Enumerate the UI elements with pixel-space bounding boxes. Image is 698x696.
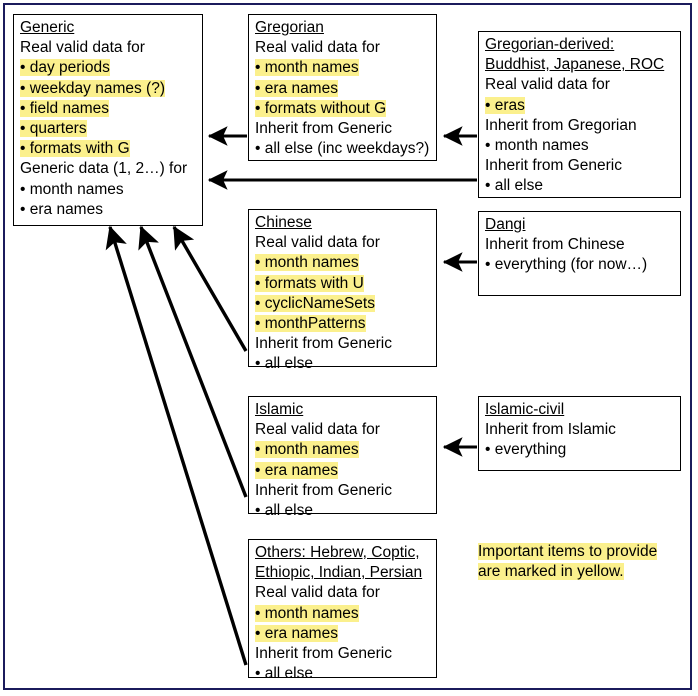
node-generic-line-3: • field names — [20, 99, 109, 117]
node-chinese-line-2: • formats with U — [255, 274, 364, 292]
node-generic-line-7: • month names — [20, 180, 124, 198]
node-islamic-line-3: Inherit from Generic — [255, 481, 392, 499]
node-gregorian-derived[interactable]: Gregorian-derived: Buddhist, Japanese, R… — [478, 31, 681, 198]
node-chinese-line-4: • monthPatterns — [255, 315, 366, 333]
node-gregorian-line-0: Real valid data for — [255, 39, 380, 57]
node-gregorian-derived-line-5: • all else — [485, 177, 543, 195]
node-dangi-line-0: Inherit from Chinese — [485, 236, 625, 254]
node-gregorian-derived-line-4: Inherit from Generic — [485, 157, 622, 175]
node-gregorian[interactable]: Gregorian Real valid data for • month na… — [248, 14, 437, 161]
node-others-line-3: Inherit from Generic — [255, 645, 392, 663]
node-islamic-civil-line-1: • everything — [485, 441, 567, 459]
node-gregorian-line-4: Inherit from Generic — [255, 120, 392, 138]
node-others-line-0: Real valid data for — [255, 584, 380, 602]
node-gregorian-title: Gregorian — [255, 19, 324, 36]
node-islamic[interactable]: Islamic Real valid data for • month name… — [248, 396, 437, 519]
node-islamic-line-0: Real valid data for — [255, 421, 380, 439]
node-chinese-line-6: • all else — [255, 355, 313, 373]
node-gregorian-line-1: • month names — [255, 59, 359, 77]
node-gregorian-derived-title-1: Gregorian-derived: — [485, 36, 615, 53]
node-generic-title: Generic — [20, 19, 75, 36]
node-gregorian-derived-line-2: Inherit from Gregorian — [485, 116, 637, 134]
node-gregorian-derived-title-2: Buddhist, Japanese, ROC — [485, 56, 665, 74]
node-chinese-line-5: Inherit from Generic — [255, 335, 392, 353]
node-generic-line-1: • day periods — [20, 59, 110, 77]
legend-note-line-2: are marked in yellow. — [478, 563, 624, 581]
legend-note: Important items to provide are marked in… — [478, 542, 693, 582]
node-generic-line-5: • formats with G — [20, 140, 130, 158]
node-gregorian-line-2: • era names — [255, 79, 338, 97]
node-gregorian-line-3: • formats without G — [255, 99, 387, 117]
node-islamic-line-1: • month names — [255, 441, 359, 459]
node-chinese-title: Chinese — [255, 214, 312, 231]
node-chinese-line-3: • cyclicNameSets — [255, 294, 375, 312]
node-chinese[interactable]: Chinese Real valid data for • month name… — [248, 209, 437, 372]
node-chinese-line-1: • month names — [255, 254, 359, 272]
node-gregorian-line-5: • all else (inc weekdays?) — [255, 140, 430, 158]
diagram-outer-frame — [3, 3, 692, 690]
node-others[interactable]: Others: Hebrew, Coptic, Ethiopic, Indian… — [248, 539, 437, 682]
node-gregorian-derived-line-3: • month names — [485, 137, 589, 155]
node-others-line-4: • all else — [255, 665, 313, 683]
node-gregorian-derived-line-1: • eras — [485, 96, 525, 114]
node-others-line-2: • era names — [255, 624, 338, 642]
node-dangi[interactable]: Dangi Inherit from Chinese • everything … — [478, 211, 681, 296]
node-islamic-line-2: • era names — [255, 461, 338, 479]
node-generic-line-4: • quarters — [20, 120, 87, 138]
node-generic-line-0: Real valid data for — [20, 39, 145, 57]
node-islamic-civil[interactable]: Islamic-civil Inherit from Islamic • eve… — [478, 396, 681, 471]
node-islamic-title: Islamic — [255, 401, 304, 418]
legend-note-line-1: Important items to provide — [478, 543, 658, 560]
node-generic-line-6: Generic data (1, 2…) for — [20, 160, 188, 178]
node-others-title-1: Others: Hebrew, Coptic, — [255, 544, 420, 561]
node-gregorian-derived-line-0: Real valid data for — [485, 76, 610, 94]
node-others-line-1: • month names — [255, 604, 359, 622]
node-dangi-title: Dangi — [485, 216, 526, 233]
node-chinese-line-0: Real valid data for — [255, 234, 380, 252]
node-generic-line-2: • weekday names (?) — [20, 79, 165, 97]
node-generic[interactable]: Generic Real valid data for • day period… — [13, 14, 203, 226]
node-dangi-line-1: • everything (for now…) — [485, 256, 648, 274]
node-islamic-civil-line-0: Inherit from Islamic — [485, 421, 616, 439]
node-others-title-2: Ethiopic, Indian, Persian — [255, 564, 423, 582]
node-generic-line-8: • era names — [20, 200, 103, 218]
node-islamic-civil-title: Islamic-civil — [485, 401, 565, 418]
node-islamic-line-4: • all else — [255, 502, 313, 520]
